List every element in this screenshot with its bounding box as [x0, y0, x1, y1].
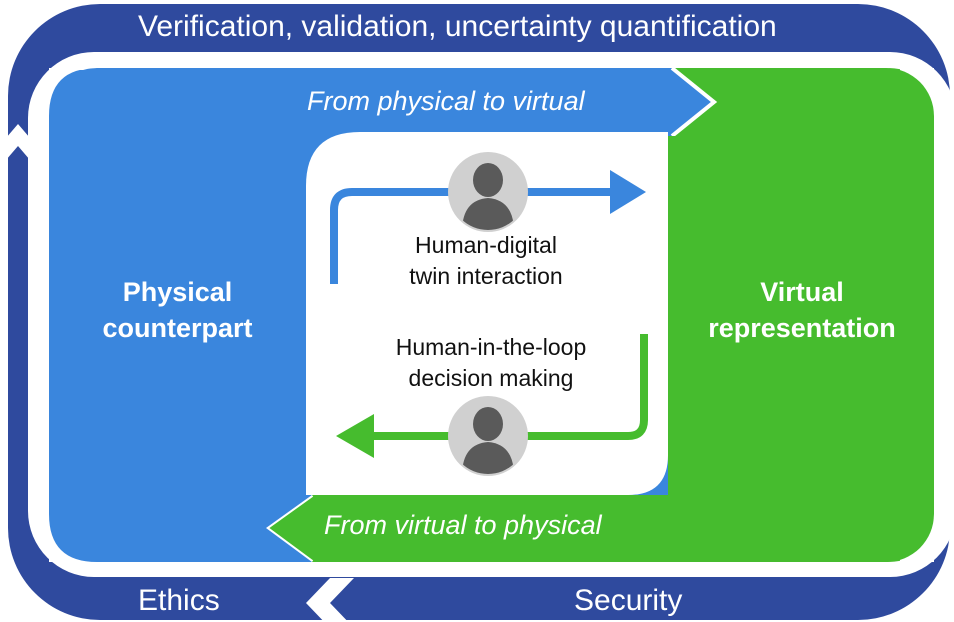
person-avatar-icon [448, 152, 528, 232]
corner-tl [49, 68, 97, 116]
loop-arrow-blue [330, 188, 612, 284]
interaction-label: Human-digital twin interaction [366, 230, 606, 292]
virtual-title-line1: Virtual [760, 277, 844, 307]
physical-title-line1: Physical [122, 277, 233, 307]
loop-arrow-green-head [336, 414, 374, 458]
person-avatar-icon [448, 396, 528, 476]
center-card [306, 132, 668, 495]
ring-notch-left [6, 124, 30, 160]
decision-label: Human-in-the-loop decision making [356, 332, 626, 394]
corner-br [886, 514, 934, 562]
decision-line2: decision making [408, 365, 574, 392]
virtual-title-line2: representation [708, 313, 896, 344]
corner-tr [886, 68, 934, 116]
physical-panel-fill [49, 70, 349, 500]
physical-counterpart-title: Physical counterpart [70, 274, 285, 347]
interaction-line1: Human-digital [415, 232, 557, 258]
arrow-to-virtual [260, 68, 714, 136]
ring-security-label: Security [574, 584, 683, 617]
loop-arrow-blue-head [610, 170, 646, 214]
ring-notch-bottom [306, 578, 354, 622]
decision-line1: Human-in-the-loop [395, 334, 587, 360]
arrow-to-virtual-tip [670, 66, 718, 138]
virtual-representation-title: Virtual representation [686, 274, 918, 347]
corner-bl [49, 514, 97, 562]
flow-to-physical-label: From virtual to physical [324, 510, 602, 540]
flow-to-virtual-label: From physical to virtual [307, 86, 585, 116]
physical-panel-bottom-fill [49, 495, 312, 562]
ring-ethics-label: Ethics [138, 584, 220, 617]
virtual-panel-body [668, 136, 768, 506]
virtual-panel-top-fill [672, 68, 900, 136]
loop-arrow-green [372, 334, 648, 440]
arrow-to-physical [266, 495, 900, 562]
physical-title-line2: counterpart [102, 313, 253, 344]
interaction-line2: twin interaction [409, 263, 563, 290]
ring-top-label: Verification, validation, uncertainty qu… [138, 10, 777, 43]
